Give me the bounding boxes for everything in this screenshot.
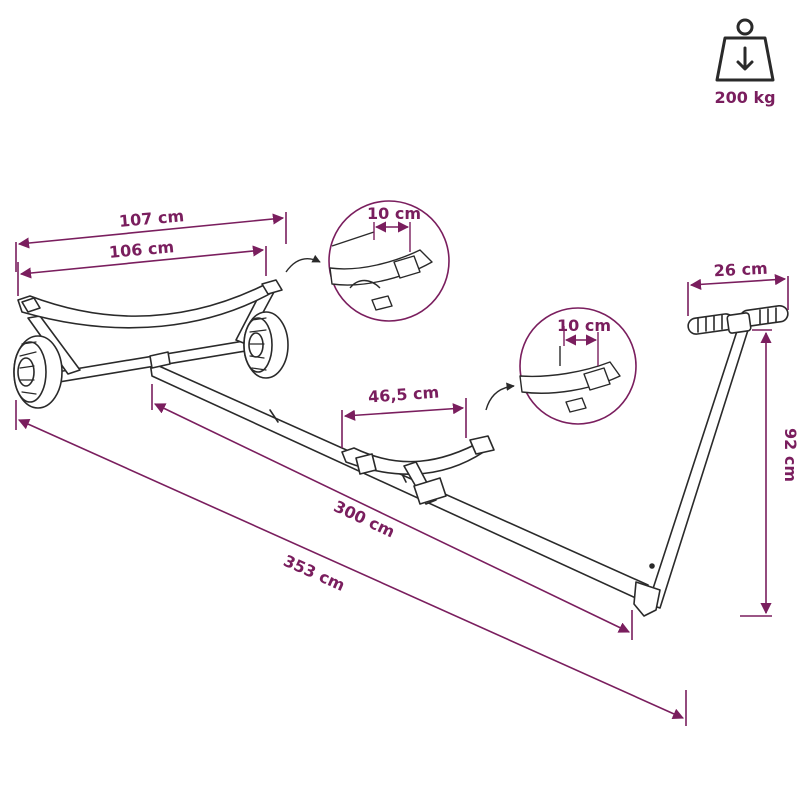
top-inner-label: 106 cm	[108, 237, 175, 262]
top-outer-label: 107 cm	[118, 206, 185, 231]
total-label: 353 cm	[281, 551, 348, 595]
detail-circle-bottom	[519, 307, 637, 425]
left-wheel	[13, 335, 63, 409]
right-wheel	[243, 311, 289, 379]
frame-label: 300 cm	[331, 497, 398, 542]
frame-dim-line	[153, 403, 631, 633]
handle-grip	[687, 304, 789, 335]
top-inner-dim-line	[19, 245, 265, 279]
rear-cradle	[17, 281, 281, 329]
handle-label: 26 cm	[713, 259, 768, 281]
height-label: 92 cm	[781, 428, 800, 482]
detail-1-label: 10 cm	[367, 204, 421, 223]
pointer-arrow-bottom	[485, 382, 515, 411]
tow-bar	[647, 327, 749, 609]
total-dim-line	[17, 419, 685, 719]
weight-icon	[715, 18, 775, 82]
pointer-arrow-top	[285, 254, 321, 273]
top-outer-dim-line	[17, 213, 285, 249]
capacity-label: 200 kg	[714, 88, 776, 107]
detail-2-label: 10 cm	[557, 316, 611, 335]
detail-circle-top	[328, 200, 450, 322]
support-dim-line	[343, 403, 465, 421]
handle-dim-line	[689, 274, 787, 290]
support-label: 46,5 cm	[367, 383, 439, 407]
trolley-frame	[13, 279, 789, 617]
